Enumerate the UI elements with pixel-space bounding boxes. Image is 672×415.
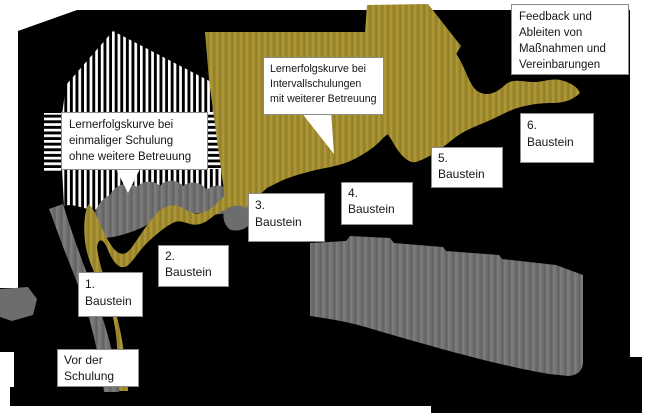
stage-label-line1: 1. — [85, 277, 96, 291]
interval-curve-band — [84, 52, 580, 391]
stage-label-line1: 5. — [438, 151, 449, 165]
stage-label-line2: Baustein — [85, 293, 132, 308]
single-curve-decline-ribbon — [310, 236, 583, 376]
label-baustein-4: 4. Baustein — [341, 182, 413, 225]
callout-feedback: Feedback und Ableiten von Maßnahmen und … — [511, 4, 629, 75]
stage-label-line2: Baustein — [438, 166, 485, 181]
stage-label-line1: 6. — [527, 118, 538, 132]
label-baustein-1: 1. Baustein — [78, 272, 143, 317]
stage-label-line2: Baustein — [165, 264, 212, 279]
single-curve-small-blob — [223, 205, 252, 231]
label-baustein-2: 2. Baustein — [158, 245, 229, 287]
single-callout-tail — [115, 167, 141, 193]
stage-label-line2: Baustein — [255, 214, 302, 229]
stage-label-line2: Baustein — [348, 201, 395, 216]
interval-callout-tail — [301, 112, 334, 154]
callout-interval-training: Lernerfolgskurve bei Intervallschulungen… — [263, 57, 384, 115]
stage-label-line1: Vor der — [64, 353, 103, 367]
single-curve-left-blob — [0, 287, 37, 321]
hatch-horizontal-patch-left — [44, 113, 61, 172]
label-baustein-6: 6. Baustein — [520, 113, 594, 163]
stage-label-line1: 4. — [348, 186, 359, 200]
stage-label-line2: Schulung — [64, 368, 115, 383]
label-baustein-5: 5. Baustein — [431, 147, 503, 188]
stage-label-line2: Baustein — [527, 134, 574, 149]
stage-label-line1: 3. — [255, 198, 266, 212]
stage-label-line1: 2. — [165, 249, 176, 263]
callout-single-training: Lernerfolgskurve bei einmaliger Schulung… — [61, 112, 208, 170]
label-baustein-3: 3. Baustein — [248, 193, 325, 242]
label-vor-der-schulung: Vor der Schulung — [57, 349, 139, 387]
